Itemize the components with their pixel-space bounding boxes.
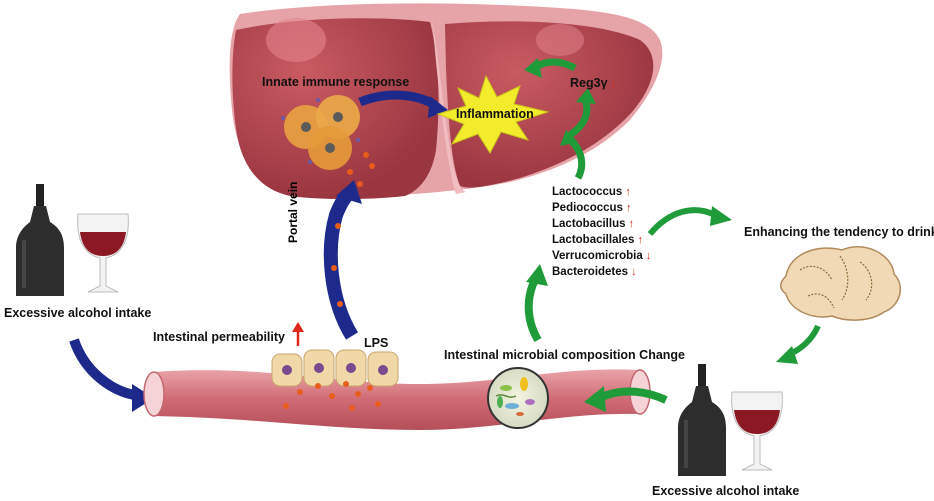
inflammation-label: Inflammation: [456, 107, 534, 121]
bacteria-item: Lactococcus↑: [552, 186, 631, 198]
immune-cells: [281, 95, 360, 170]
portal-vein-arrow: [323, 189, 359, 340]
bacteria-item: Pediococcus↑: [552, 202, 632, 214]
reg3y-label: Reg3γ↓: [570, 76, 616, 90]
bacteria-item: Lactobacillus↑: [552, 218, 634, 230]
permeability-up-arrow: [292, 322, 304, 346]
inflammation-star: [436, 74, 550, 155]
lps-dots-liver: [347, 152, 375, 187]
falciform-ligament: [432, 18, 466, 194]
reg3y-down-arrow: ↓: [610, 78, 617, 90]
brain: [780, 245, 902, 321]
microbiota-to-bacteria-arrow: [524, 276, 542, 343]
microbiota-lens: [487, 367, 549, 429]
right-alcohol: [678, 364, 783, 476]
portal-vein-label: Portal vein: [286, 181, 300, 243]
lps-label: LPS: [364, 336, 389, 350]
intestinal-permeability-label: Intestinal permeability: [153, 330, 285, 344]
enhancing-drink-label: Enhancing the tendency to drink: [744, 225, 934, 239]
arrow-to-brain: [647, 207, 717, 236]
lps-dots-intestine: [283, 381, 381, 411]
innate-immune-response-label: Innate immune response: [262, 75, 410, 89]
liver-highlight: [266, 18, 326, 62]
green-arrows-liver: [524, 58, 596, 180]
epithelial-cells: [271, 349, 399, 387]
liver: [229, 3, 663, 199]
bacteria-item: Lactobacillales↑: [552, 234, 643, 246]
lps-dots-portal: [331, 223, 343, 307]
left-alcohol: [16, 184, 129, 296]
excessive-alcohol-left-label: Excessive alcohol intake: [4, 306, 152, 320]
microbial-change-label: Intestinal microbial composition Change: [444, 348, 686, 362]
bacteria-item: Verrucomicrobia↓: [552, 250, 652, 262]
bacteria-item: Bacteroidetes↓: [552, 266, 637, 278]
bacteria-list: Lactococcus↑ Pediococcus↑ Lactobacillus↑…: [552, 184, 651, 280]
reg3y-text: Reg3γ: [570, 76, 608, 90]
excessive-alcohol-right-label: Excessive alcohol intake: [652, 484, 800, 498]
liver-highlight-2: [536, 24, 584, 56]
liver-right-lobe: [445, 21, 654, 188]
alcohol-to-intestine-arrow: [69, 338, 141, 401]
